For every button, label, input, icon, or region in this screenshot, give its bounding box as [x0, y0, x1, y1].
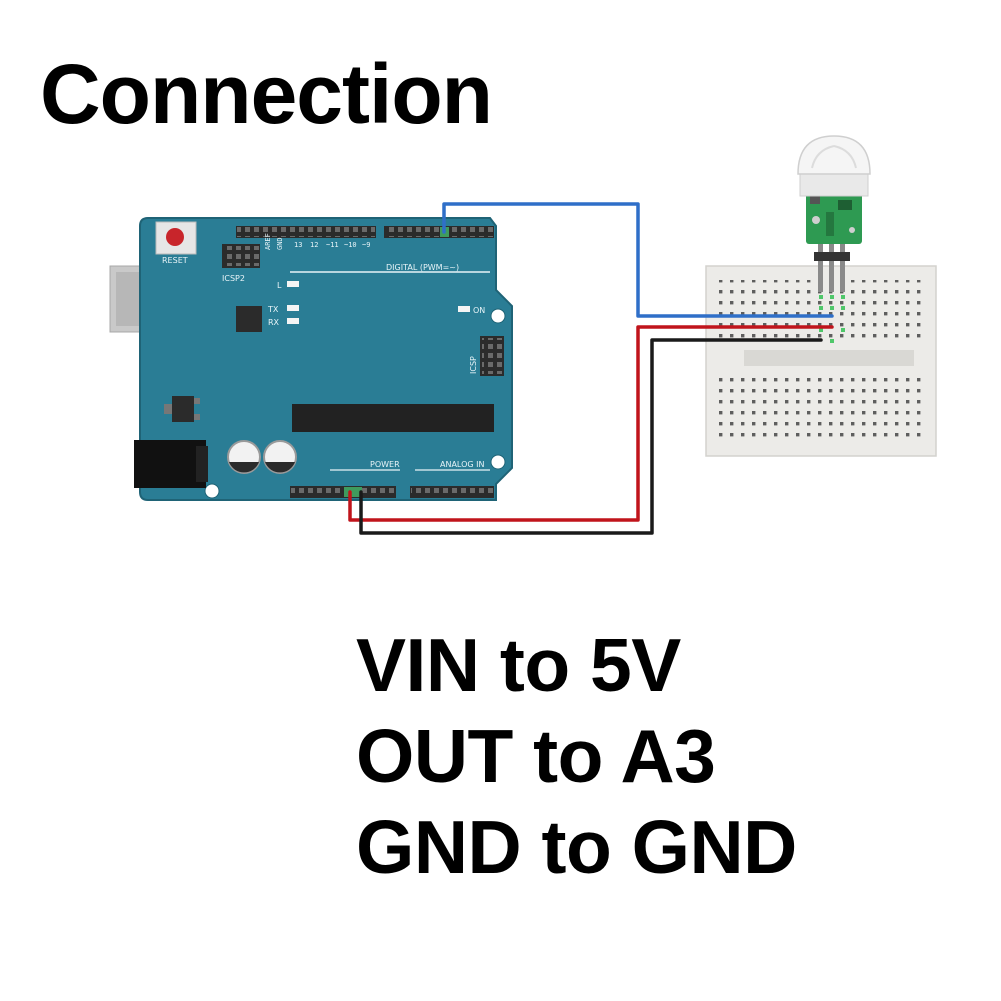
digital-label: DIGITAL (PWM=~) [386, 263, 459, 272]
analog-label: ANALOG IN [440, 460, 485, 469]
icsp2-label: ICSP2 [222, 274, 245, 283]
svg-text:12: 12 [310, 241, 318, 249]
sensor-dome [797, 135, 871, 175]
gnd-label: GND [276, 237, 284, 250]
svg-text:13: 13 [294, 241, 302, 249]
power-jack [134, 440, 206, 488]
instruction-gnd: GND to GND [356, 805, 797, 889]
breadboard [705, 265, 937, 457]
power-wire [348, 325, 834, 522]
pir-sensor [797, 135, 871, 292]
power-label: POWER [370, 460, 400, 469]
reset-label: RESET [162, 256, 188, 265]
svg-text:~11: ~11 [326, 241, 339, 249]
page-title: Connection [40, 47, 493, 141]
arduino-board: RESET ICSP2 AREF GND 13 12 ~11 ~10 ~9 DI… [109, 217, 513, 501]
instruction-out: OUT to A3 [356, 714, 716, 798]
svg-text:~10: ~10 [344, 241, 357, 249]
wires [348, 202, 834, 535]
rx-label: RX [268, 318, 280, 327]
l-label: L [277, 281, 282, 290]
on-label: ON [473, 306, 485, 315]
microcontroller-chip [292, 404, 494, 432]
connection-instructions: VIN to 5V OUT to A3 GND to GND [356, 620, 797, 893]
aref-label: AREF [264, 233, 272, 250]
icsp-label: ICSP [469, 356, 478, 374]
instruction-vin: VIN to 5V [356, 623, 681, 707]
svg-text:~9: ~9 [362, 241, 370, 249]
signal-wire [442, 202, 834, 318]
breadboard-center-channel [744, 350, 914, 366]
usb-chip [236, 306, 262, 332]
ground-wire [359, 338, 823, 535]
tx-label: TX [267, 305, 279, 314]
breadboard-bottom-holes [714, 376, 928, 444]
